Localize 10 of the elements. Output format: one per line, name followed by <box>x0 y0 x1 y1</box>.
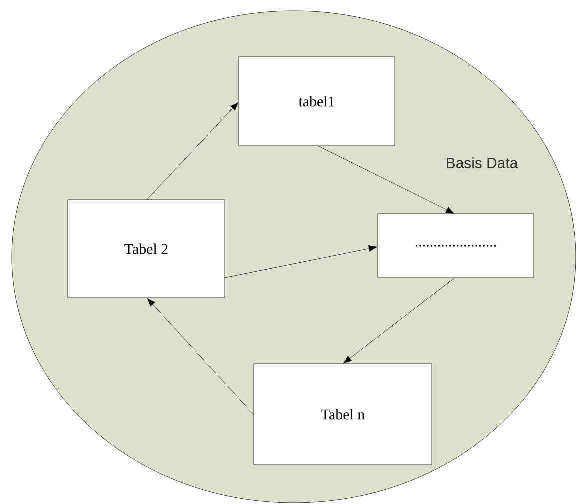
ellipse-label: Basis Data <box>447 158 518 168</box>
table-box: Tabel n <box>254 364 432 466</box>
table-box: tabel1 <box>238 56 396 146</box>
table-box: ...................... <box>378 214 534 278</box>
arrow <box>147 298 254 416</box>
arrow <box>224 245 378 278</box>
arrow <box>146 102 239 200</box>
arrow <box>318 146 454 214</box>
table-box: Tabel 2 <box>68 200 226 298</box>
arrow <box>343 278 456 364</box>
